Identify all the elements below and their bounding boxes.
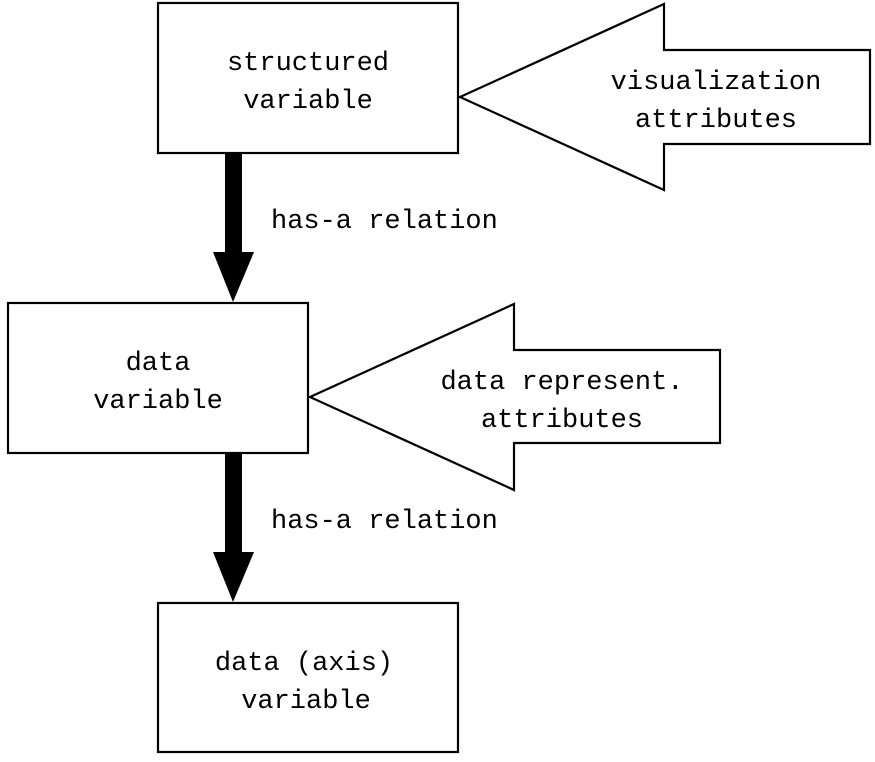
data-represent-attributes-arrow xyxy=(307,302,722,492)
data-variable-node: data variable xyxy=(6,301,310,455)
visualization-attributes-callout: visualization attributes xyxy=(457,2,872,192)
data-axis-variable-box xyxy=(156,601,460,754)
lower-has-a-arrow xyxy=(213,453,254,602)
upper-arrow-head xyxy=(213,252,254,302)
visualization-attributes-arrow xyxy=(457,2,872,192)
lower-arrow-shaft xyxy=(225,453,242,553)
data-axis-variable-label-line1: data (axis) xyxy=(215,649,393,679)
visualization-attributes-label-line1: visualization xyxy=(611,68,822,98)
data-represent-attributes-label-line2: attributes xyxy=(481,406,643,436)
upper-relation-label: has-a relation xyxy=(271,207,498,237)
structured-variable-label-line1: structured xyxy=(227,49,389,79)
upper-arrow-shaft xyxy=(225,153,242,253)
data-axis-variable-node: data (axis) variable xyxy=(156,601,460,754)
structured-variable-node: structured variable xyxy=(156,1,460,155)
data-represent-attributes-callout: data represent. attributes xyxy=(307,302,722,492)
visualization-attributes-label-line2: attributes xyxy=(635,106,797,136)
data-variable-label-line1: data xyxy=(126,349,191,379)
structured-variable-box xyxy=(156,1,460,155)
lower-arrow-head xyxy=(213,552,254,602)
data-axis-variable-label-line2: variable xyxy=(241,687,371,717)
structured-variable-label-line2: variable xyxy=(243,87,373,117)
data-represent-attributes-label-line1: data represent. xyxy=(440,368,683,398)
data-variable-label-line2: variable xyxy=(93,387,223,417)
upper-has-a-arrow xyxy=(213,153,254,302)
lower-relation-label: has-a relation xyxy=(271,507,498,537)
data-variable-box xyxy=(6,301,310,455)
